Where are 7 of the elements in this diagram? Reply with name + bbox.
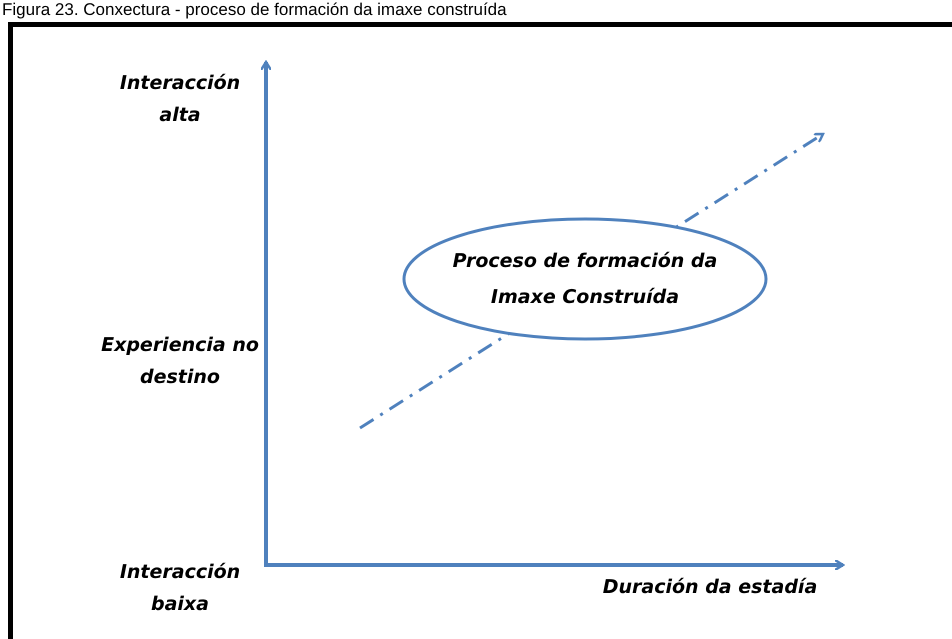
axis-label: Duración da estadía bbox=[602, 575, 818, 600]
axis-label: Experiencia no destino bbox=[100, 333, 260, 390]
figure-title: Figura 23. Conxectura - proceso de formación da imaxe construída bbox=[2, 0, 507, 20]
ellipse-node bbox=[402, 217, 768, 341]
axis-label: Interacción baixa bbox=[118, 560, 242, 617]
axis-label: Interacción alta bbox=[118, 71, 242, 128]
node-text: Proceso de formación da Imaxe Construída bbox=[452, 249, 718, 310]
